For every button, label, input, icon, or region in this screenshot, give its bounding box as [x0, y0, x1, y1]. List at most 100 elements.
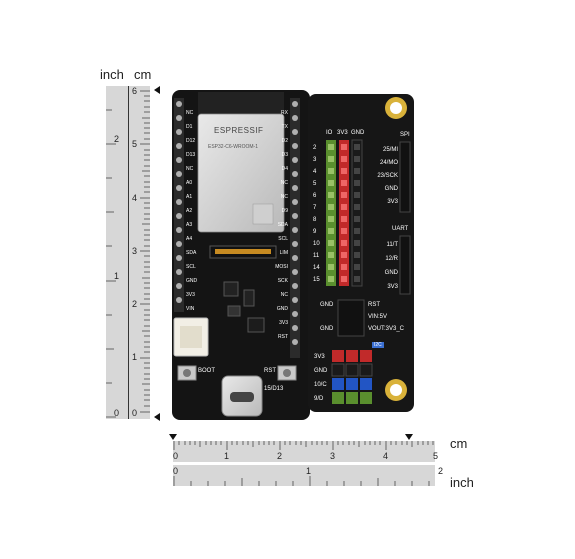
right-edge-marker [405, 434, 413, 440]
left-pin: A1 [186, 194, 193, 200]
d13-label: 15/D13 [264, 386, 284, 392]
esp32-c6-board: ESPRESSIF ESP32-C6-WROOM-1 IO 3V3 GND 2 … [160, 86, 425, 424]
spi-label: 25/MI [382, 147, 398, 153]
ruler-cm-4: 4 [132, 193, 138, 203]
ruler-h-cm-1: 1 [224, 451, 230, 461]
right-pin: TX [281, 124, 288, 130]
power-vin-label: VIN:5V [368, 314, 388, 320]
i2c-label: GND [314, 368, 328, 374]
left-edge-marker [169, 434, 177, 440]
right-pin: SDA [277, 222, 288, 228]
rst-label: RST [264, 368, 276, 374]
right-pin: NC [280, 180, 288, 186]
left-pin: VIN [186, 306, 195, 312]
uart-label: 11/T [386, 242, 398, 248]
horizontal-ruler-cm-ticks [173, 441, 434, 450]
io-num: 2 [313, 145, 317, 151]
io-num: 3 [313, 157, 317, 163]
left-pin: A0 [186, 180, 193, 186]
right-pin: D4 [281, 166, 288, 172]
io-num: 15 [313, 277, 320, 283]
bottom-edge-marker [154, 413, 160, 421]
right-pin: NC [280, 194, 288, 200]
io-num: 7 [313, 205, 317, 211]
io-number-list: 2 3 4 5 6 7 8 9 10 11 14 15 [313, 142, 320, 286]
ruler-inch-2: 2 [114, 134, 120, 144]
i2c-label: 3V3 [314, 354, 325, 360]
inch-unit-label: inch [100, 67, 124, 82]
io-num: 10 [313, 241, 320, 247]
left-pin: 3V3 [186, 292, 195, 298]
right-pin: D2 [281, 138, 288, 144]
ruler-h-inch-2: 2 [438, 466, 444, 476]
i2c-label: 10/C [314, 382, 327, 388]
io-title: IO [326, 130, 333, 136]
ruler-cm-3: 3 [132, 246, 138, 256]
io-num: 14 [313, 265, 320, 271]
ruler-h-inch-1: 1 [306, 466, 312, 476]
right-pin: SCK [277, 278, 288, 284]
vertical-ruler: 6 5 4 3 2 1 0 2 1 0 [106, 86, 150, 419]
power-gnd2-label: GND [320, 326, 334, 332]
uart-label-list: 11/T 12/R GND 3V3 [370, 238, 398, 294]
right-pin-labels: RX TX D2 D3 D4 NC NC D9 SDA SCL LIM MOSI… [274, 106, 288, 344]
cm-unit-label-horizontal: cm [450, 436, 468, 451]
spi-label: GND [384, 186, 398, 192]
ruler-cm-0: 0 [132, 408, 138, 418]
top-edge-marker [154, 86, 160, 94]
ruler-h-inch-0: 0 [173, 466, 179, 476]
io-num: 4 [313, 169, 317, 175]
gnd-title: GND [351, 130, 365, 136]
left-pin: D1 [186, 124, 193, 130]
ruler-cm-6: 6 [132, 86, 138, 96]
ruler-h-cm-0: 0 [173, 451, 179, 461]
left-pin: D13 [186, 152, 196, 158]
board-graphic [172, 90, 414, 420]
horizontal-ruler-inch: 0 1 [173, 465, 435, 486]
ruler-cm-1: 1 [132, 352, 138, 362]
right-pin: RST [278, 334, 288, 340]
ruler-divider [128, 86, 129, 419]
left-pin: A4 [186, 236, 193, 242]
power-vout-label: VOUT:3V3_C [368, 326, 405, 332]
module-model: ESP32-C6-WROOM-1 [208, 144, 259, 150]
left-pin: GND [186, 278, 198, 284]
boot-label: BOOT [198, 368, 216, 374]
spi-label: 23/SCK [377, 173, 398, 179]
ruler-inch-0: 0 [114, 408, 120, 418]
right-pin: SCL [278, 236, 288, 242]
left-pin: NC [186, 166, 194, 172]
io-num: 5 [313, 181, 317, 187]
right-pin: GND [276, 306, 288, 312]
io-num: 6 [313, 193, 317, 199]
ruler-cm-5: 5 [132, 139, 138, 149]
power-rst-label: RST [368, 302, 380, 308]
left-pin: A3 [186, 222, 193, 228]
ruler-h-cm-2: 2 [277, 451, 283, 461]
module-brand: ESPRESSIF [214, 126, 264, 135]
horizontal-ruler-inch-ticks [173, 476, 430, 486]
uart-title: UART [392, 226, 409, 232]
left-pin: SDA [186, 250, 197, 256]
io-num: 8 [313, 217, 317, 223]
io-num: 11 [313, 253, 320, 259]
vertical-ruler-ticks [106, 90, 150, 418]
right-pin: D3 [281, 152, 288, 158]
ruler-inch-1: 1 [114, 271, 120, 281]
right-pin: NC [280, 292, 288, 298]
ruler-h-cm-3: 3 [330, 451, 336, 461]
right-pin: RX [281, 110, 288, 116]
spi-label-list: 25/MI 24/MO 23/SCK GND 3V3 [370, 144, 398, 209]
left-pin: SCL [186, 264, 196, 270]
spi-label: 3V3 [387, 199, 398, 205]
inch-unit-label-horizontal: inch [450, 475, 474, 490]
right-pin: LIM [279, 250, 288, 256]
ruler-h-cm-5: 5 [433, 451, 439, 461]
cm-unit-label: cm [134, 67, 152, 82]
uart-label: GND [384, 270, 398, 276]
left-pin: NC [186, 110, 194, 116]
i2c-title: I2C [372, 342, 384, 348]
uart-label: 12/R [385, 256, 398, 262]
right-pin: MOSI [275, 264, 288, 270]
spi-label: 24/MO [379, 160, 398, 166]
